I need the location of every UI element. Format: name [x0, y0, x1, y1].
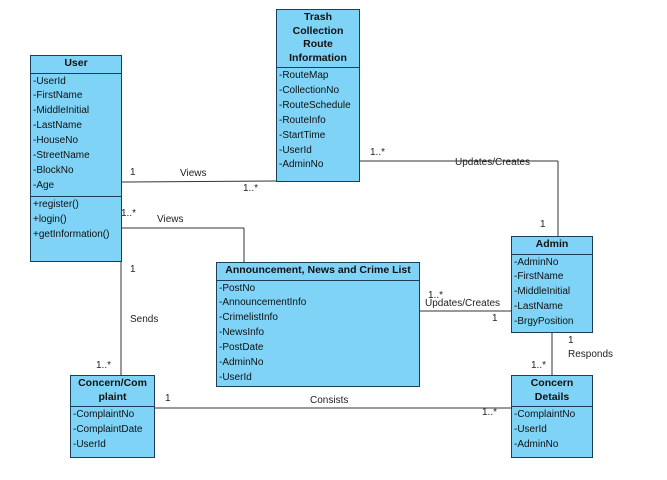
class-concern-details[interactable]: Concern Details -ComplaintNo -UserId -Ad… [511, 375, 593, 458]
mult-user-trash-user: 1 [130, 167, 136, 178]
attribute: -MiddleInitial [514, 286, 571, 298]
class-admin[interactable]: Admin -AdminNo -FirstName -MiddleInitial… [511, 236, 593, 333]
class-announcement[interactable]: Announcement, News and Crime List -PostN… [216, 262, 420, 387]
mult-user-concern-concern: 1..* [96, 360, 112, 371]
class-admin-title: Admin [512, 237, 592, 255]
attribute: -AdminNo [514, 438, 559, 450]
attribute: -ComplaintNo [514, 409, 576, 420]
class-concern-title-line: Concern/Com [78, 377, 147, 389]
mult-admin-details-details: 1..* [531, 360, 547, 371]
class-user-title: User [31, 56, 121, 74]
mult-user-announcement-user: 1..* [121, 208, 137, 219]
mult-admin-details-admin: 1 [568, 335, 574, 346]
attribute: -FirstName [33, 90, 83, 102]
class-concern-attributes: -ComplaintNo -ComplaintDate -UserId [71, 407, 154, 455]
assoc-label-trash-admin: Updates/Creates [455, 157, 531, 168]
attribute: -AdminNo [279, 159, 324, 171]
assoc-label-user-concern: Sends [130, 314, 159, 325]
class-user-operations: +register() +login() +getInformation() [31, 195, 121, 245]
class-concern-complaint[interactable]: Concern/Com plaint -ComplaintNo -Complai… [70, 375, 155, 458]
attribute: -MiddleInitial [33, 105, 90, 117]
attribute: -LastName [33, 120, 82, 132]
operation: +getInformation() [33, 228, 110, 240]
attribute: -UserId [219, 371, 252, 383]
attribute: -RouteSchedule [279, 99, 351, 111]
attribute: -UserId [73, 438, 106, 450]
class-user-attributes: -UserId -FirstName -MiddleInitial -LastN… [31, 74, 121, 196]
attribute: -PostNo [219, 282, 256, 294]
attribute: -CollectionNo [279, 84, 340, 96]
attribute: -RouteMap [279, 70, 329, 81]
class-concern-title-line: plaint [98, 390, 127, 403]
attribute: -FirstName [514, 271, 564, 283]
line-user-trash [121, 180, 277, 183]
attribute: -UserId [33, 75, 66, 87]
attribute: -RouteInfo [279, 114, 326, 126]
attribute: -NewsInfo [219, 327, 265, 339]
mult-trash-admin-trash: 1..* [370, 147, 386, 158]
mult-concern-details-concern: 1 [165, 393, 171, 404]
class-announcement-title: Announcement, News and Crime List [217, 263, 419, 281]
class-trash-attributes: -RouteMap -CollectionNo -RouteSchedule -… [277, 68, 359, 175]
attribute: -Age [33, 179, 55, 191]
attribute: -ComplaintNo [73, 409, 135, 420]
attribute: -BrgyPosition [514, 316, 574, 328]
assoc-label-user-announcement: Views [157, 214, 184, 225]
operation: +register() [33, 198, 79, 210]
class-concern-title: Concern/Com plaint [71, 376, 154, 407]
attribute: -AdminNo [219, 357, 264, 369]
attribute: -PostDate [219, 342, 264, 354]
class-announcement-attributes: -PostNo -AnnouncementInfo -CrimelistInfo… [217, 281, 419, 388]
class-details-title-line: Concern [530, 377, 574, 389]
class-details-title: Concern Details [512, 376, 592, 407]
mult-announcement-admin-admin: 1 [492, 313, 498, 324]
class-admin-attributes: -AdminNo -FirstName -MiddleInitial -Last… [512, 255, 592, 333]
class-trash-title-line: Information [289, 51, 347, 64]
class-trash-title-line: Route [303, 38, 333, 50]
class-details-title-line: Details [534, 390, 570, 403]
class-trash-collection-route[interactable]: Trash Collection Route Information -Rout… [276, 9, 360, 182]
attribute: -UserId [279, 144, 312, 156]
attribute: -BlockNo [33, 164, 74, 176]
attribute: -ComplaintDate [73, 423, 143, 435]
class-trash-title: Trash Collection Route Information [277, 10, 359, 68]
assoc-label-concern-details: Consists [310, 395, 349, 406]
class-user[interactable]: User -UserId -FirstName -MiddleInitial -… [30, 55, 122, 262]
mult-trash-admin-admin: 1 [540, 219, 546, 230]
attribute: -StreetName [33, 150, 90, 162]
attribute: -StartTime [279, 129, 326, 141]
assoc-label-announcement-admin: Updates/Creates [425, 298, 501, 309]
attribute: -LastName [514, 301, 563, 313]
attribute: -AnnouncementInfo [219, 297, 307, 309]
attribute: -UserId [514, 423, 547, 435]
operation: +login() [33, 213, 67, 225]
assoc-label-user-trash: Views [180, 168, 207, 179]
mult-user-concern-user: 1 [130, 264, 136, 275]
class-trash-title-line: Collection [292, 24, 344, 37]
mult-announcement-admin-announcement: 1..* [428, 290, 444, 301]
mult-concern-details-details: 1..* [482, 407, 498, 418]
attribute: -AdminNo [514, 256, 559, 268]
class-details-attributes: -ComplaintNo -UserId -AdminNo [512, 407, 592, 455]
assoc-label-admin-details: Responds [568, 349, 614, 360]
attribute: -CrimelistInfo [219, 312, 278, 324]
mult-user-trash-trash: 1..* [243, 183, 259, 194]
class-trash-title-line: Trash [303, 11, 332, 23]
attribute: -HouseNo [33, 135, 79, 147]
